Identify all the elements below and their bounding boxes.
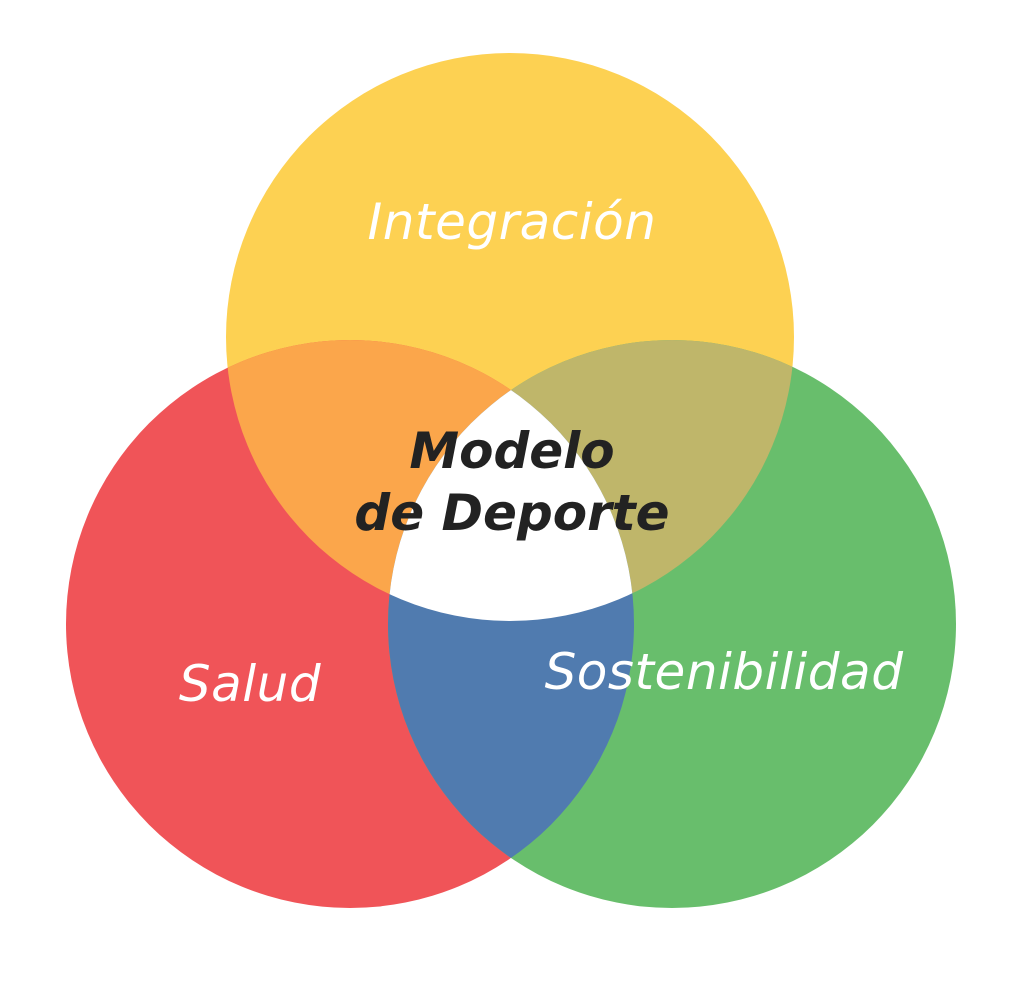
label-integracion: Integración — [367, 193, 657, 251]
label-sostenibilidad: Sostenibilidad — [544, 643, 904, 701]
center-label: Modelo de Deporte — [354, 420, 669, 544]
overlap-all — [388, 340, 634, 621]
center-label-line1: Modelo — [409, 422, 615, 480]
center-label-line2: de Deporte — [354, 484, 670, 542]
overlap-integracion-sostenibilidad — [388, 340, 794, 621]
overlap-integracion-salud — [226, 340, 634, 621]
label-salud: Salud — [178, 655, 322, 713]
